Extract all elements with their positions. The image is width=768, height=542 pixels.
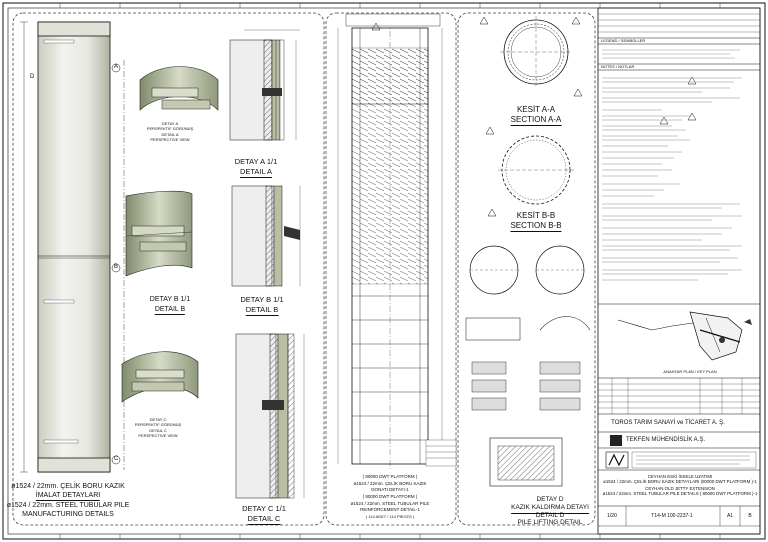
reinf-line7: ( 114 ADET / 114 PIECES ) (365, 514, 415, 519)
reinf-line1: ( 80000 DWT PLATFORM ) (362, 474, 418, 479)
section-marker-b: B (114, 264, 119, 270)
detail-a-persp-line3: DETAIL A (161, 132, 179, 137)
reinf-line2: ø1524 / 22mm. ÇELİK BORU KAZIK (353, 481, 427, 486)
section-marker-a: A (114, 64, 119, 70)
section-marker-d: D (30, 74, 35, 80)
section-bb-title-2: SECTION B-B (510, 221, 562, 233)
section-marker-c: C (114, 456, 119, 462)
section-aa-title-1: KESİT A-A (516, 105, 556, 114)
detail-c-persp-line1: DETAY C (149, 417, 167, 422)
pile-title-tr-2: İMALAT DETAYLARI (35, 492, 101, 502)
pile-title-en-1: ø1524 / 22mm. STEEL TUBULAR PILE (6, 502, 130, 509)
consultant-name: TEKFEN MÜHENDİSLİK A.Ş. (626, 437, 706, 443)
section-aa-title-2: SECTION A-A (510, 115, 562, 127)
detail-b-persp-line1: DETAY B 1/1 (149, 296, 191, 303)
detail-b-title-2: DETAIL B (245, 305, 279, 316)
detail-b-title-1: DETAY B 1/1 (240, 295, 284, 304)
client-name: TOROS TARIM SANAYİ ve TİCARET A. Ş. (611, 420, 725, 426)
drawing-number: T14-M 100-2237-1 (651, 513, 693, 519)
pile-title-tr-1: ø1524 / 22mm. ÇELİK BORU KAZIK (11, 483, 125, 490)
revision-letter: B (748, 513, 752, 519)
pile-title-en-2: MANUFACTURING DETAILS (22, 511, 114, 518)
detail-a-persp-line2: PERSPEKTİF GÖRÜNÜŞ (146, 126, 194, 131)
project-name-tr: CEYHAN ESKİ İSKELE UZATIMI (647, 474, 713, 479)
detail-c-persp-line3: DETAIL C (149, 428, 167, 433)
detail-c-persp-line4: PERSPECTIVE VIEW (138, 433, 178, 438)
reinf-line3: DONATI DETAYI-1 (371, 487, 409, 492)
legend-title: LEGEND / SEMBOLLER (601, 38, 646, 43)
scale-value: 1/20 (607, 513, 617, 519)
detail-c-title-2: DETAIL C (247, 514, 281, 525)
detail-d-title-4: PILE LIFTING DETAIL (517, 519, 583, 526)
notes-title: NOTES / NOTLAR (601, 64, 635, 69)
section-bb-title-1: KESİT B-B (516, 211, 556, 220)
drawing-title-en: ø1524 / 22mm. STEEL TUBULAR PILE DETAILS… (602, 491, 758, 496)
notes-text-lines (602, 77, 742, 281)
project-name-en: CEYHAN OLD JETTY EXTENSION (645, 486, 715, 491)
reinf-line4: ( 80000 DWT PLATFORM ) (362, 494, 418, 499)
detail-d-title-3: DETAIL D (535, 512, 565, 519)
detail-a-title-1: DETAY A 1/1 (234, 157, 278, 166)
detail-a-title-2: DETAIL A (239, 167, 273, 178)
detail-d-title-2: KAZIK KALDIRMA DETAYI (511, 504, 589, 514)
sheet-size: A1 (726, 513, 734, 519)
detail-d-title-1: DETAY D (536, 496, 564, 503)
detail-c-persp-line2: PERSPEKTİF GÖRÜNÜŞ (134, 422, 182, 427)
reinf-line5: ø1524 / 22mm. STEEL TUBULAR PILE (350, 501, 430, 506)
detail-b-persp-line2: DETAIL B (154, 306, 186, 316)
key-plan-label: ANAHTAR PLAN / KEY PLAN (663, 369, 717, 374)
detail-a-persp-line1: DETAY A (161, 121, 179, 126)
reinf-line6: REINFORCEMENT DETAIL-1 (360, 507, 420, 512)
detail-c-title-1: DETAY C 1/1 (242, 504, 286, 513)
detail-a-persp-line4: PERSPECTIVE VIEW (150, 137, 190, 142)
drawing-title-tr: ø1524 / 22mm. ÇELİK BORU KAZIK DETAYLARI… (603, 479, 757, 484)
